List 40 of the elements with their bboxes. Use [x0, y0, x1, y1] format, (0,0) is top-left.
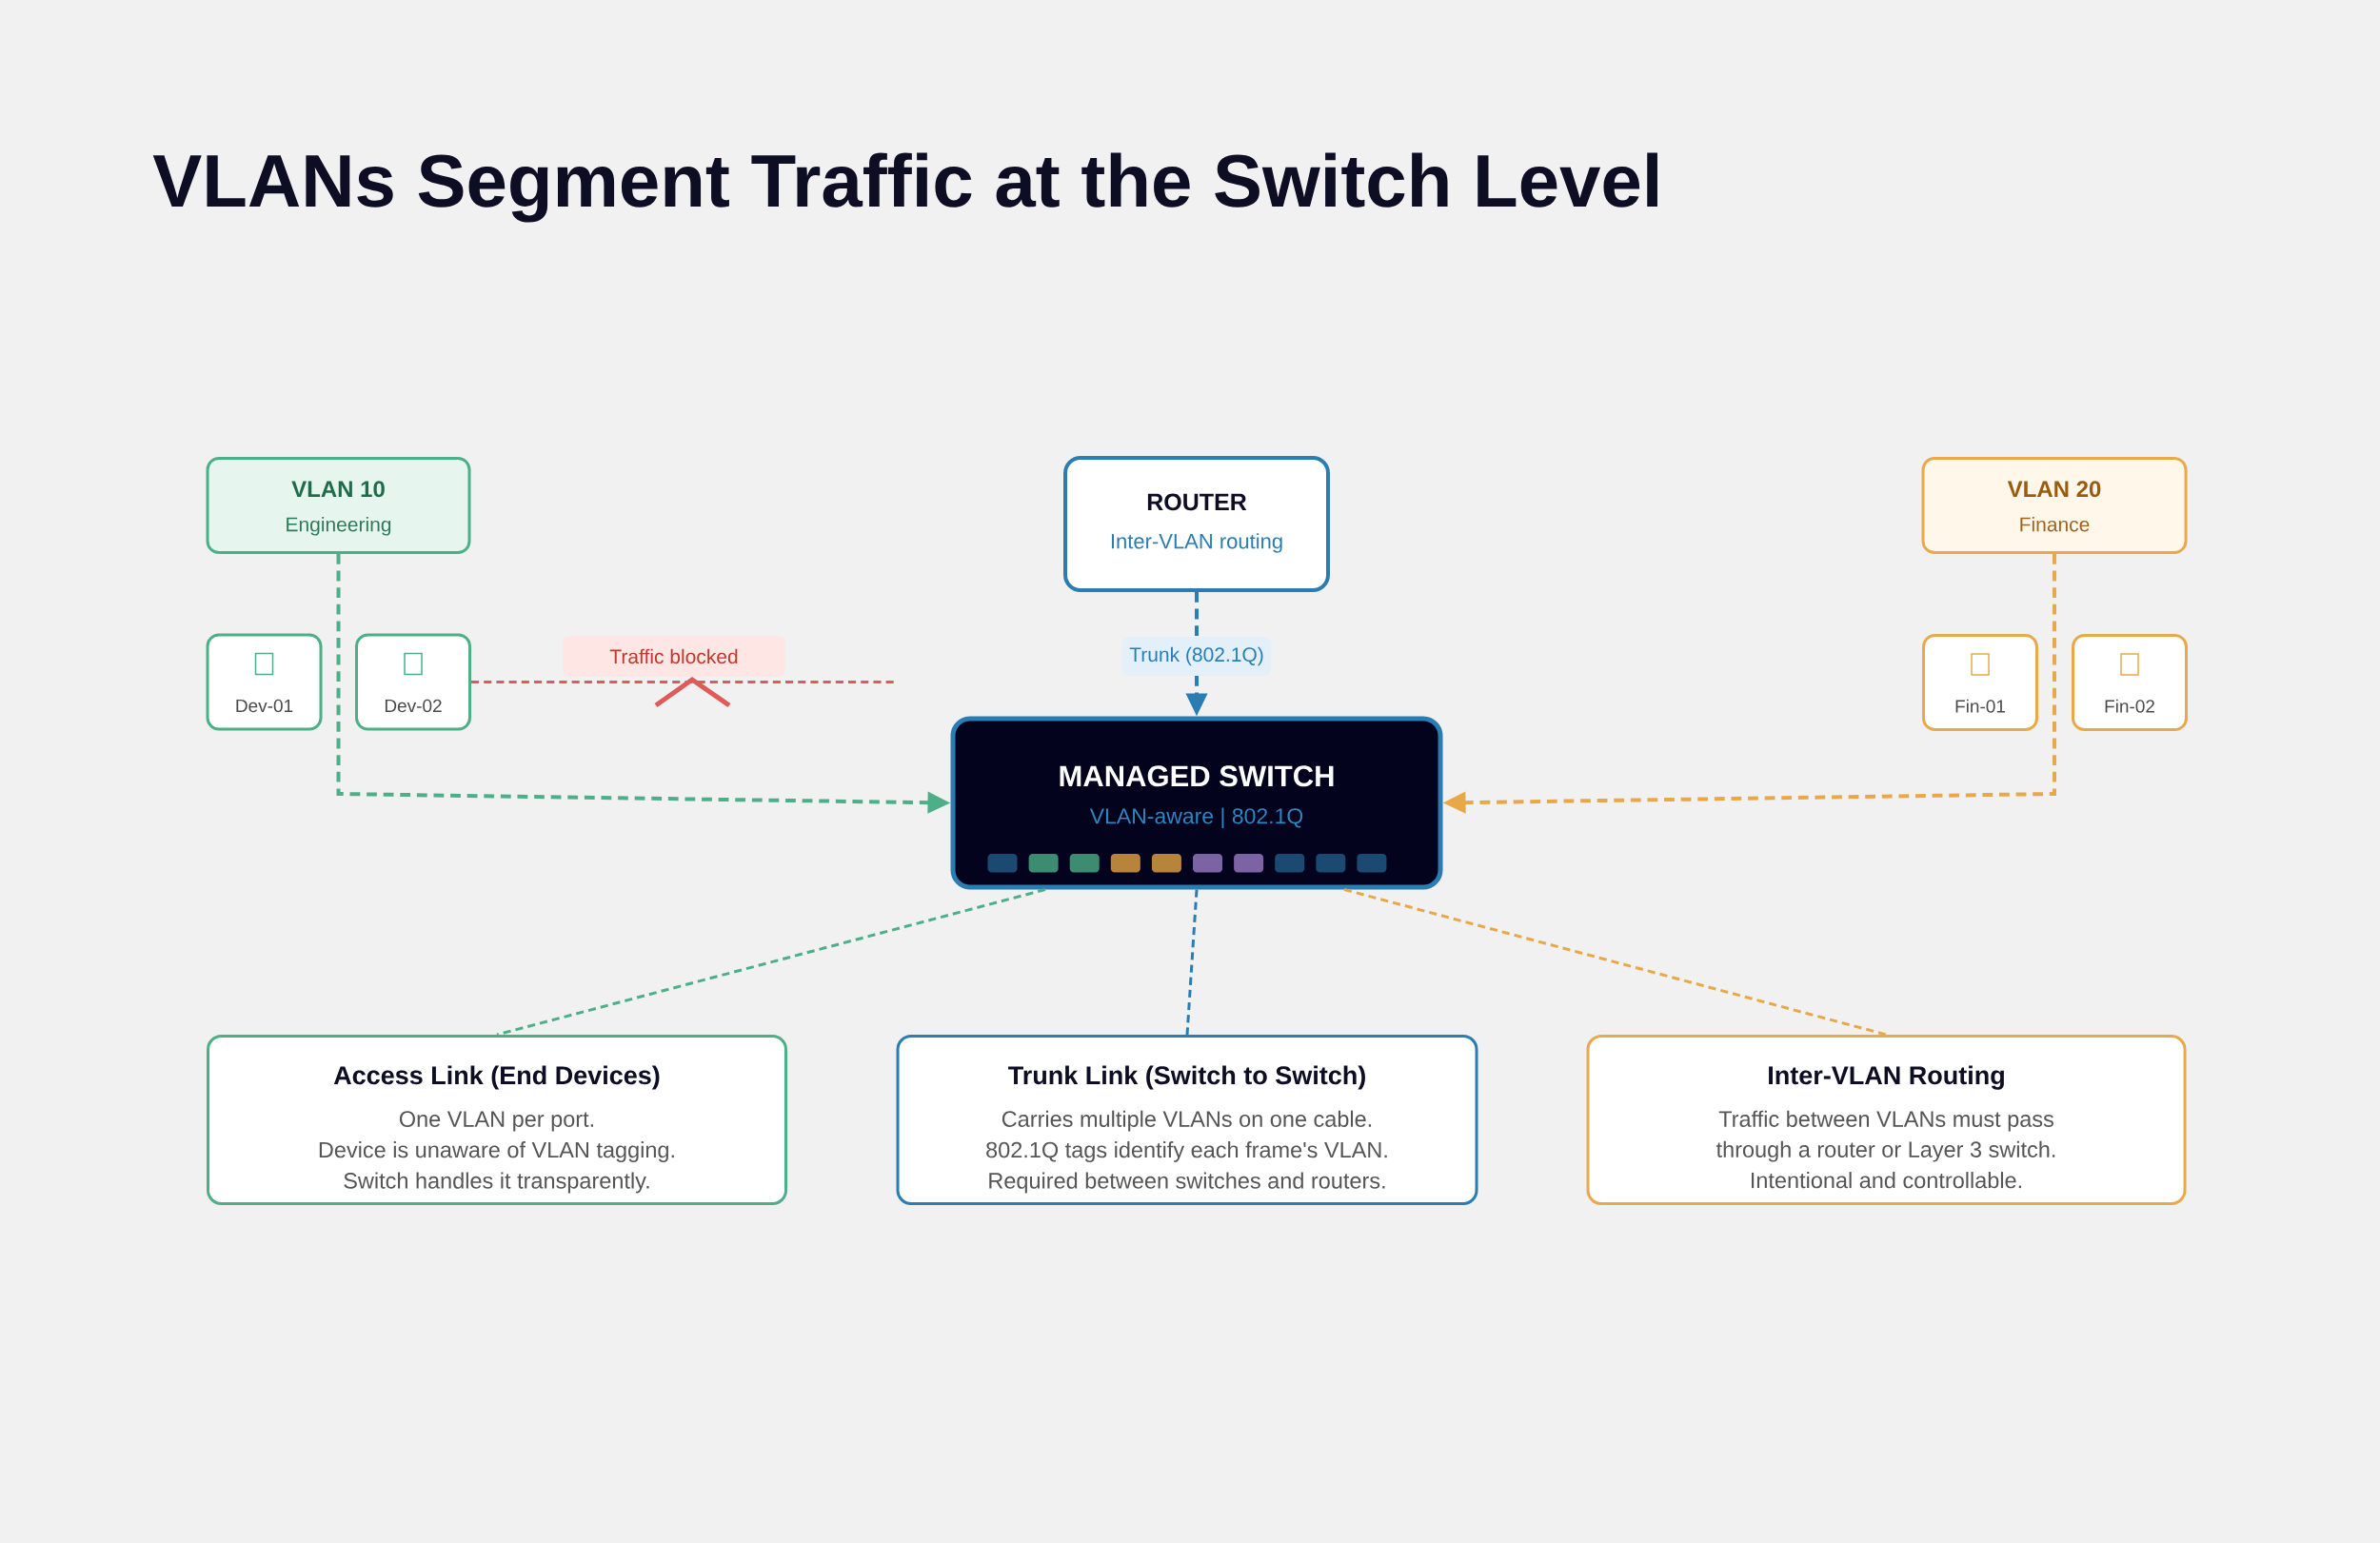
box-subtitle: VLAN-aware | 802.1Q: [1089, 807, 1303, 829]
card-text: Switch handles it transparently.: [344, 1172, 649, 1194]
card-title: Access Link (End Devices): [333, 1065, 660, 1090]
card-text: 802.1Q tags identify each frame's VLAN.: [986, 1141, 1387, 1162]
box-title: MANAGED SWITCH: [1060, 765, 1334, 787]
box-subtitle: Finance: [2020, 517, 2090, 532]
device-box: [355, 633, 471, 731]
edge-label: Traffic blocked: [563, 636, 785, 677]
device-box: [1922, 634, 2038, 731]
connector-line: [1185, 889, 1199, 1036]
box-subtitle: Inter-VLAN routing: [1111, 533, 1282, 553]
device-label: Fin-02: [2105, 699, 2154, 713]
card-text: Traffic between VLANs must pass through a router or Layer 3 switch.: [1716, 1110, 2055, 1162]
vlan-box: [1921, 457, 2188, 554]
device-label: Dev-02: [385, 699, 442, 713]
info-card: [1586, 1035, 2187, 1205]
connector-line: [496, 888, 1046, 1037]
box-subtitle: Engineering: [287, 517, 391, 536]
card-title: Inter-VLAN Routing: [1769, 1065, 2004, 1090]
router-box: [1063, 456, 1330, 592]
switch-box: [950, 716, 1443, 890]
device-label: Dev-01: [236, 699, 293, 713]
info-card: [207, 1035, 787, 1205]
edge-label: Trunk (802.1Q): [1122, 637, 1271, 676]
card-title: Trunk Link (Switch to Switch): [1008, 1065, 1365, 1090]
card-text: Intentional and controllable.: [1751, 1172, 2021, 1189]
card-text: Carries multiple VLANs on one cable.: [1002, 1110, 1372, 1132]
card-text: Required between switches and routers.: [989, 1172, 1385, 1194]
card-text: Device is unaware of VLAN tagging.: [319, 1141, 674, 1162]
device-box: [2072, 634, 2188, 731]
device-box: [206, 633, 323, 731]
card-text: One VLAN per port.: [399, 1111, 593, 1132]
info-card: [896, 1035, 1478, 1205]
device-label: Fin-01: [1955, 699, 2005, 713]
vlan-box: [206, 457, 471, 554]
page-title: VLANs Segment Traffic at the Switch Level: [152, 152, 1657, 223]
box-title: VLAN 20: [2007, 481, 2101, 498]
box-title: ROUTER: [1147, 493, 1247, 511]
connector-line: [1343, 888, 1887, 1037]
box-title: VLAN 10: [291, 481, 385, 498]
